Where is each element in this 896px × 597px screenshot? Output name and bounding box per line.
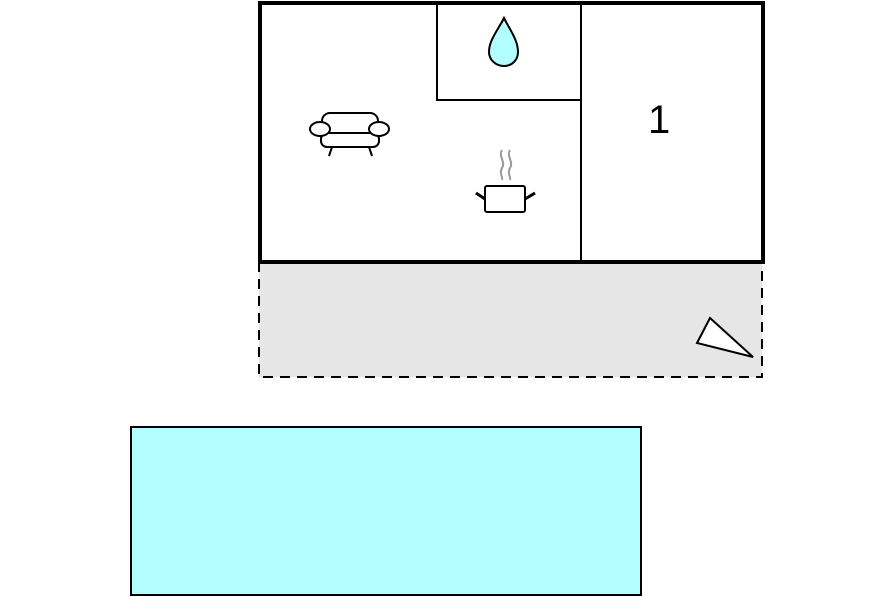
pool: [130, 426, 642, 596]
bedroom-number-label: 1: [648, 98, 671, 142]
sofa-icon: [309, 112, 390, 157]
sunshade-icon: [695, 316, 754, 358]
terrace: [258, 262, 763, 378]
water-drop-icon: [487, 15, 520, 68]
cooking-pot-icon: [475, 149, 536, 213]
